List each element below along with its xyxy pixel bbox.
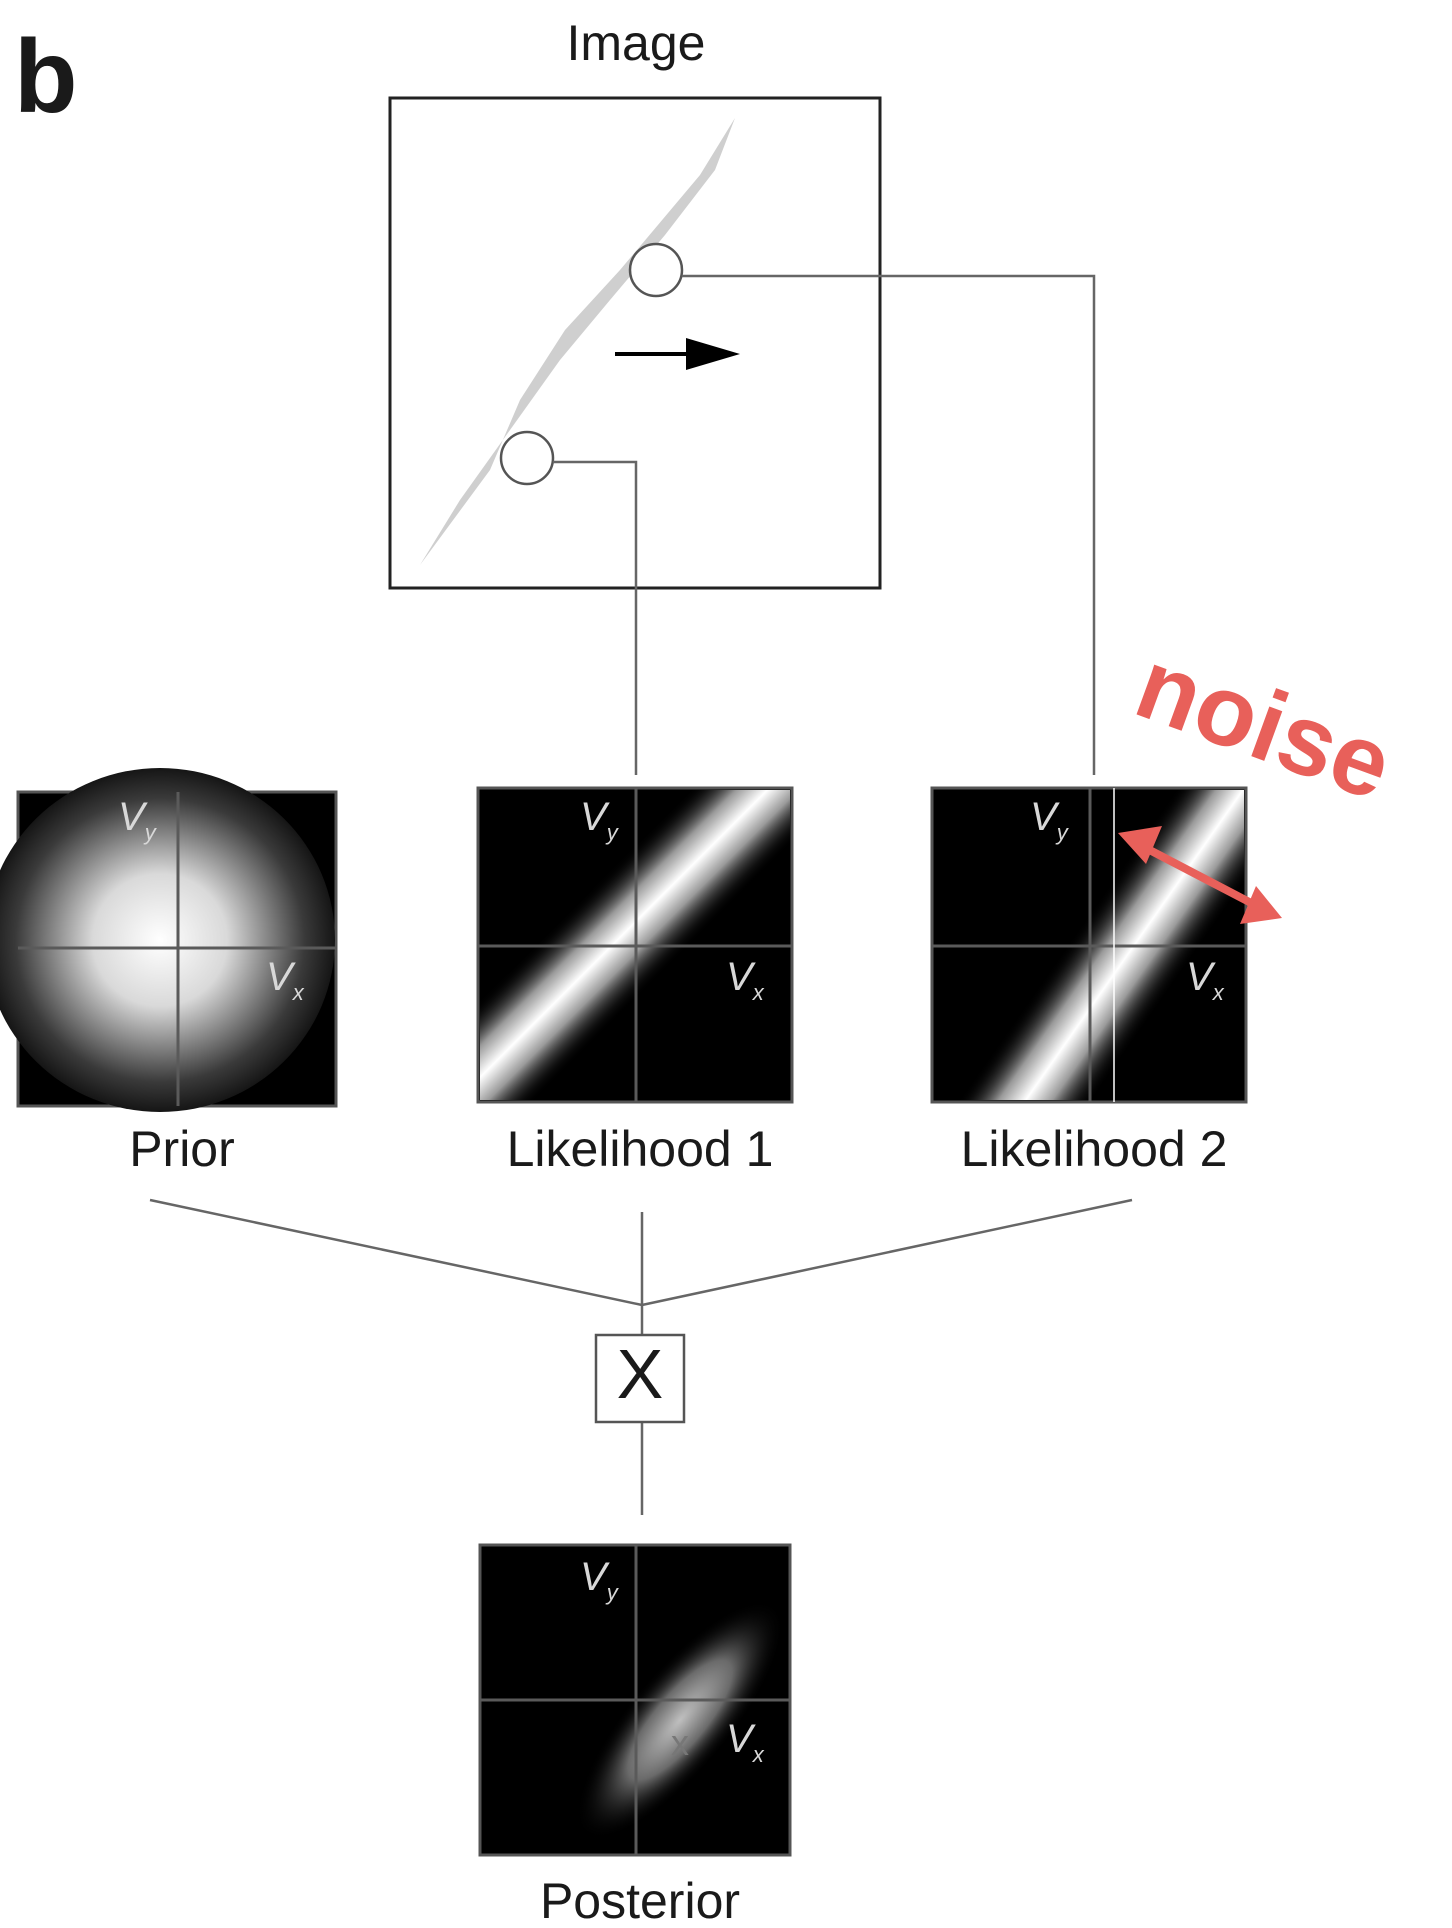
prior-vx-label: Vx [266,955,305,1005]
noise-double-arrow-shaft [1138,841,1257,909]
likelihood1-caption: Likelihood 1 [507,1121,774,1177]
multiply-operator: X [594,1333,686,1424]
prior-density [0,768,335,1112]
likelihood1-band [480,790,790,1100]
posterior-vy-label: Vy [580,1555,620,1605]
prior-map: Vy Vx [0,768,338,1112]
motion-arrow-head [686,338,740,370]
operator-box [594,1333,686,1424]
likelihood2-vx-label: Vx [1186,955,1225,1005]
image-title: Image [567,15,706,71]
posterior-map: Vy Vx x [478,1543,792,1857]
connector-likelihood2-merge [641,1198,1133,1307]
noise-arrowhead-left [1118,826,1162,864]
likelihood2-band [934,790,1244,1100]
aperture-upper-circle [628,242,684,298]
connector-prior-merge [149,1198,643,1307]
prior-caption: Prior [129,1121,235,1177]
connector-lines [149,274,1133,1515]
likelihood2-vy-label: Vy [1030,795,1070,845]
operator-symbol: X [617,1335,664,1413]
likelihood2-caption: Likelihood 2 [961,1121,1228,1177]
posterior-vx-label: Vx [726,1717,765,1767]
panel-letter: b [14,19,78,135]
likelihood2-map: Vy Vx [930,786,1248,1104]
aperture-lower-circle [499,430,555,486]
likelihood1-map: Vy Vx [476,786,794,1104]
connector-lower-to-likelihood1 [553,460,638,775]
posterior-estimate-marker: x [671,1722,689,1763]
connector-upper-to-likelihood2 [682,274,1096,775]
likelihood1-vx-label: Vx [726,955,765,1005]
likelihood1-vy-label: Vy [580,795,620,845]
noise-arrowhead-right [1240,886,1282,924]
posterior-caption: Posterior [540,1873,740,1928]
moving-bar-shape [420,118,735,565]
prior-vy-label: Vy [118,795,158,845]
posterior-density [576,1600,784,1840]
